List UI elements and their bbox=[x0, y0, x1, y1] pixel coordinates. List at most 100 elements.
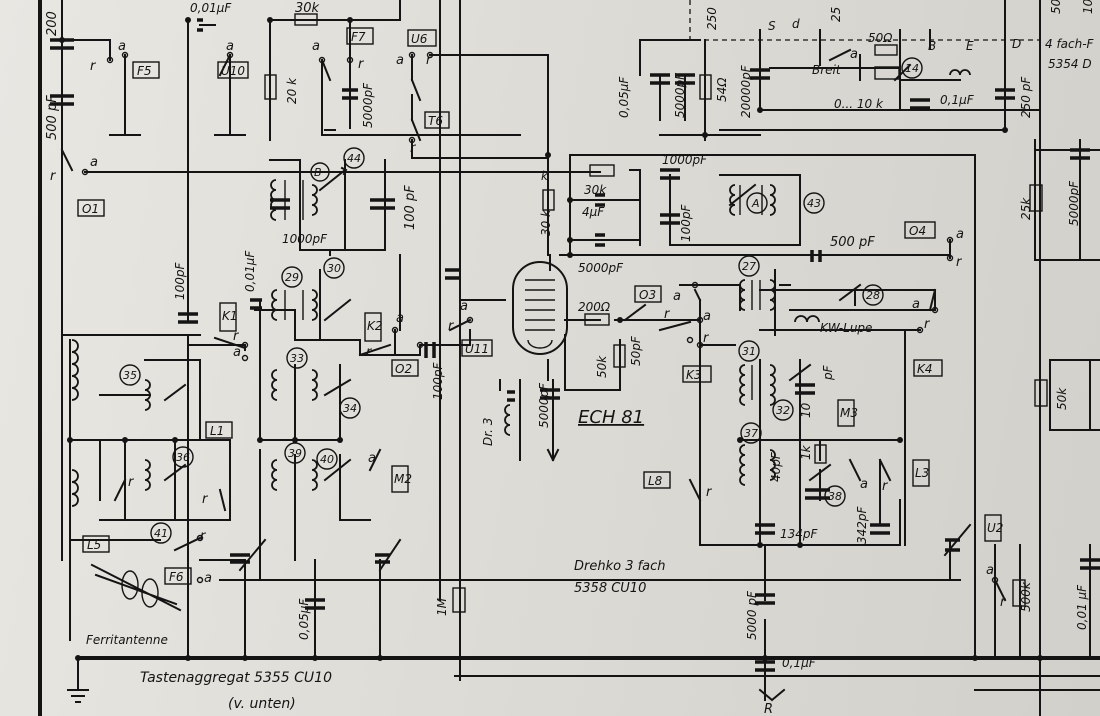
box-L1: L1 bbox=[210, 424, 224, 438]
label-c-100-top-right: 100 bbox=[1081, 0, 1095, 14]
contact-a: a bbox=[956, 227, 964, 242]
label-c-50-top-right: 50 bbox=[1049, 0, 1063, 14]
label-pin-d: D bbox=[1012, 37, 1021, 51]
label-r-500k: 500k bbox=[1019, 581, 1033, 612]
label-r: R bbox=[764, 702, 773, 716]
label-c-342pf: 342pF bbox=[855, 505, 869, 544]
contact-r: r bbox=[924, 317, 931, 332]
label-c-25: 25 bbox=[829, 7, 843, 22]
circle-27: 27 bbox=[742, 260, 756, 273]
label-d: d bbox=[792, 17, 800, 31]
circle-36: 36 bbox=[176, 451, 190, 464]
circled-numbers: B 44 29 30 35 33 34 39 40 41 36 A 43 27 … bbox=[119, 57, 923, 544]
label-c-250pf-r: 250 pF bbox=[1019, 76, 1033, 118]
circle-30: 30 bbox=[327, 262, 341, 275]
label-drehko: Drehko 3 fach bbox=[574, 559, 666, 574]
contact-r: r bbox=[956, 255, 963, 270]
box-F5: F5 bbox=[137, 64, 152, 78]
label-r-54: 54Ω bbox=[715, 77, 729, 102]
box-U2: U2 bbox=[987, 521, 1003, 535]
value-labels: 200 500 pF 0,01µF 30k 20 k 5000pF 0,05µF… bbox=[45, 0, 1095, 716]
label-r-1m: 1M bbox=[435, 597, 449, 616]
label-c-20000pf: 20000pF bbox=[739, 64, 753, 118]
label-c-100pf-a: 100pF bbox=[679, 203, 693, 242]
label-r-20k: 20 k bbox=[285, 77, 299, 104]
label-r-50k-right: 50k bbox=[1055, 387, 1069, 410]
box-O2: O2 bbox=[395, 362, 412, 376]
label-r-25k: 25k bbox=[1019, 197, 1033, 220]
circle-A: A bbox=[751, 197, 760, 210]
contact-r: r bbox=[358, 57, 365, 72]
open-contacts bbox=[81, 51, 999, 584]
circle-32: 32 bbox=[776, 404, 790, 417]
circle-39: 39 bbox=[288, 447, 302, 460]
variable-components bbox=[163, 63, 972, 572]
label-c-005uf: 0,05µF bbox=[617, 76, 631, 118]
contact-a: a bbox=[226, 39, 234, 54]
label-c-100pf-l: 100pF bbox=[173, 261, 187, 300]
label-pin-b: B bbox=[928, 39, 936, 53]
contact-a: a bbox=[860, 477, 868, 492]
label-c-001uf-top: 0,01µF bbox=[190, 1, 232, 15]
contact-a: a bbox=[233, 345, 241, 360]
label-c-5000pf-r: 5000pF bbox=[1067, 180, 1081, 226]
circle-37: 37 bbox=[744, 427, 758, 440]
label-kw-lupe: KW-Lupe bbox=[820, 321, 872, 335]
contact-a: a bbox=[703, 309, 711, 324]
box-K3: K3 bbox=[686, 368, 702, 382]
contact-r: r bbox=[1000, 595, 1007, 610]
contact-r: r bbox=[366, 345, 373, 360]
box-O4: O4 bbox=[909, 224, 926, 238]
box-U11: U11 bbox=[465, 342, 489, 356]
label-c-10: 10 bbox=[799, 402, 813, 418]
circle-14: 14 bbox=[905, 62, 919, 75]
box-M2: M2 bbox=[394, 472, 412, 486]
label-c-5000pf-a: 5000pF bbox=[673, 72, 687, 118]
label-c-5000pf-f7: 5000pF bbox=[361, 82, 375, 128]
label-c-001uf-right: 0,01 µF bbox=[1075, 584, 1089, 630]
contact-r: r bbox=[233, 329, 240, 344]
label-fach-note-1: 4 fach-F bbox=[1045, 37, 1095, 51]
contact-a: a bbox=[204, 571, 212, 586]
capacitors bbox=[50, 18, 1100, 672]
wiring bbox=[38, 0, 1100, 716]
label-r-30k-mid: 30k bbox=[584, 183, 607, 197]
coils bbox=[71, 69, 971, 507]
label-c-4uf: 4µF bbox=[582, 205, 605, 219]
label-ferritantenne: Ferritantenne bbox=[86, 633, 168, 647]
label-c-005uf-bottom: 0,05µF bbox=[297, 598, 311, 640]
label-drehko-number: 5358 CU10 bbox=[574, 581, 646, 596]
circle-43: 43 bbox=[807, 197, 821, 210]
label-c-500pf-left: 500 pF bbox=[45, 95, 60, 140]
label-c-pf-31: pF bbox=[821, 364, 835, 381]
label-r-1k: 1k bbox=[799, 444, 813, 460]
circle-35: 35 bbox=[123, 369, 137, 382]
boxed-labels: F5 U10 F7 U6 T6 O1 K1 K2 O2 U11 O3 O4 K3… bbox=[77, 27, 1003, 585]
contact-a: a bbox=[90, 155, 98, 170]
box-L3: L3 bbox=[915, 466, 929, 480]
label-r-0-10k: 0... 10 k bbox=[834, 97, 884, 111]
box-T6: T6 bbox=[428, 114, 443, 128]
contact-r: r bbox=[202, 492, 209, 507]
ground-symbols bbox=[67, 448, 786, 703]
contact-a: a bbox=[912, 297, 920, 312]
label-s: S bbox=[768, 19, 776, 33]
junction-dots bbox=[59, 17, 1043, 661]
label-fach-note-2: 5354 D bbox=[1048, 57, 1092, 71]
contact-r: r bbox=[706, 485, 713, 500]
label-k: k bbox=[541, 169, 549, 183]
label-c-01uf-bottom: 0,1µF bbox=[782, 656, 817, 670]
box-K1: K1 bbox=[222, 309, 238, 323]
contact-a: a bbox=[986, 563, 994, 578]
contact-a: a bbox=[312, 39, 320, 54]
ech81-tube bbox=[512, 261, 568, 381]
label-r-30k-v: 30 k bbox=[539, 209, 553, 236]
label-r-50: 50Ω bbox=[868, 31, 893, 45]
label-c-5000pf-mid: 5000pF bbox=[578, 261, 624, 275]
box-K2: K2 bbox=[367, 319, 383, 333]
box-F7: F7 bbox=[351, 30, 366, 44]
circle-33: 33 bbox=[290, 352, 304, 365]
box-F6: F6 bbox=[169, 570, 184, 584]
